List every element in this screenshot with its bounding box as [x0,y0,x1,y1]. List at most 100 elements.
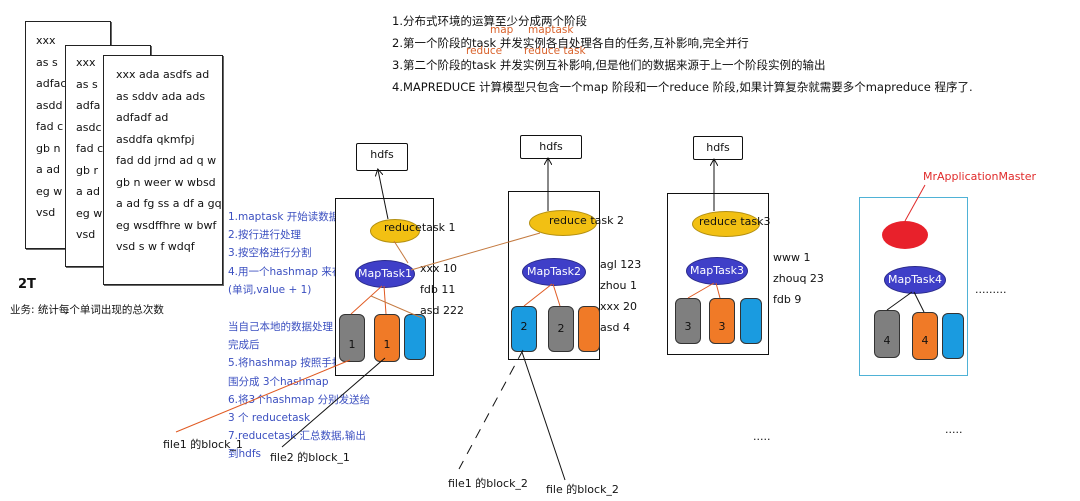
block-blue-2: 2 [511,306,537,352]
kv-3-0: www 1 [773,251,811,264]
page-line: asdc [76,120,102,134]
link-map1-reduce1 [393,240,409,264]
maptask-label-3: MapTask3 [690,264,744,277]
file-label-4: file 的block_2 [546,483,619,496]
page-line: fad c [76,142,104,155]
note-line: 2.第一个阶段的task 并发实例各自处理各自的任务,互补影响,完全并行 [392,36,749,50]
reduce-oval-2 [529,210,597,236]
page-line: adfac [36,77,67,90]
handwritten-maptask: maptask [528,24,574,36]
step-line: (单词,value + 1) [228,283,312,296]
maptask-oval-3: MapTask3 [686,257,748,285]
reduce-label-2: reduce task 2 [549,214,624,227]
page-line: vsd [36,206,56,219]
step-line: 到hdfs [228,448,261,461]
block-number: 4 [921,334,929,347]
page-line: gb n [36,141,61,155]
block-gray-2: 2 [548,306,574,352]
block-number: 4 [883,334,891,347]
page-line: asdd [36,98,63,112]
link-map3-gray [687,282,715,299]
step-line: 当自己本地的数据处理 [228,321,333,333]
page-line: fad c [36,120,64,133]
page-line: as sddv ada ads [116,89,206,103]
link-map2-blue [523,283,553,307]
reduce-oval-3 [692,211,760,237]
link-map4-gray [886,291,913,311]
page-line: xxx [76,56,96,69]
link-reduce2-mapstep [370,295,423,319]
hdfs-box-3: hdfs [693,136,743,160]
kv-2-2: xxx 20 [600,300,638,313]
ellipsis-node3: ..... [753,430,771,443]
file-label-3: file2 的block_1 [270,451,350,464]
block-orange-3: 3 [709,298,735,344]
page-line: gb n weer w wbsd [116,175,216,189]
handwritten-reduce: reduce [466,45,503,57]
block-number: 1 [348,338,356,351]
page-line: gb r [76,163,98,177]
page-line: a ad [36,163,60,176]
kv-3-1: zhouq 23 [773,272,824,285]
link-block2-file [458,349,524,470]
page-line: as s [36,55,58,69]
block-gray-3: 3 [675,298,701,344]
maptask-oval-2: MapTask2 [522,258,586,286]
note-line: 1.分布式环境的运算至少分成两个阶段 [392,14,587,28]
reduce-label-1: reducetask 1 [384,221,456,234]
page-line: as s [76,77,98,91]
page-line: eg wsdffhre w bwf [116,218,217,232]
step-line: 完成后 [228,339,260,352]
block-orange-1: 1 [374,314,400,362]
kv-2-1: zhou 1 [600,279,637,292]
link-map3-orange [715,282,721,299]
block-number: 1 [383,338,391,351]
page-line: vsd s w f wdqf [116,240,195,253]
step-line: 4.用一个hashmap 来存 [228,265,343,278]
block-gray-1: 1 [339,314,365,362]
note-line: 4.MAPREDUCE 计算模型只包含一个map 阶段和一个reduce 阶段,… [392,80,973,94]
master-label: MrApplicationMaster [923,170,1037,183]
steps-top: 1.maptask 开始读数据 2.按行进行处理 3.按空格进行分割 4.用一个… [228,208,378,299]
page-line: a ad fg ss a df a gq [116,197,222,210]
link-block1-file [175,359,351,433]
reduce-label-3: reduce task3 [699,215,771,228]
hdfs-box-1: hdfs [356,143,408,171]
link-map1-gray [350,285,383,315]
master-oval [882,221,928,249]
page-line: eg w [36,184,63,198]
step-line: 围分成 3个hashmap [228,375,329,388]
data-size-label: 2T [18,277,36,292]
business-label: 业务: 统计每个单词出现的总次数 [10,304,164,316]
maptask-oval-1: MapTask1 [355,260,415,288]
block-number: 3 [684,320,692,333]
block-number: 2 [520,320,528,333]
link-map4-orange [913,291,925,313]
page-line: adfa [76,99,101,112]
top-notes: 1.分布式环境的运算至少分成两个阶段 2.第一个阶段的task 并发实例各自处理… [392,10,1072,98]
block-orange-4: 4 [912,312,938,360]
file-label-2: file1 的block_2 [448,477,528,490]
file-label-1: file1 的block_1 [163,438,243,451]
maptask-label-4: MapTask4 [888,273,942,286]
handwritten-map: map [490,24,514,36]
page-line: xxx ada asdfs ad [116,68,210,81]
block-blue-4 [942,313,964,359]
hdfs-box-2: hdfs [520,135,582,159]
step-line: 1.maptask 开始读数据 [228,211,340,223]
arrow-reduce1-to-hdfs [378,170,389,220]
page-line: a ad [76,185,100,198]
maptask-label-2: MapTask2 [527,265,581,278]
link-block2-file-b [521,351,566,481]
link-map1-reduce2 [410,232,541,271]
step-line: 2.按行进行处理 [228,229,302,242]
kv-2-3: asd 4 [600,321,630,334]
handwritten-reduce-task: reduce task [524,45,586,57]
ellipsis-right: ......... [975,283,1007,296]
step-line: 3.按空格进行分割 [228,247,312,260]
note-line: 3.第二个阶段的task 并发实例互补影响,但是他们的数据来源于上一个阶段实例的… [392,58,826,72]
ellipsis-node4: ..... [945,423,963,436]
page-line: fad dd jrnd ad q w [116,154,217,167]
steps-bottom: 当自己本地的数据处理 完成后 5.将hashmap 按照手指母范 围分成 3个h… [228,318,378,464]
